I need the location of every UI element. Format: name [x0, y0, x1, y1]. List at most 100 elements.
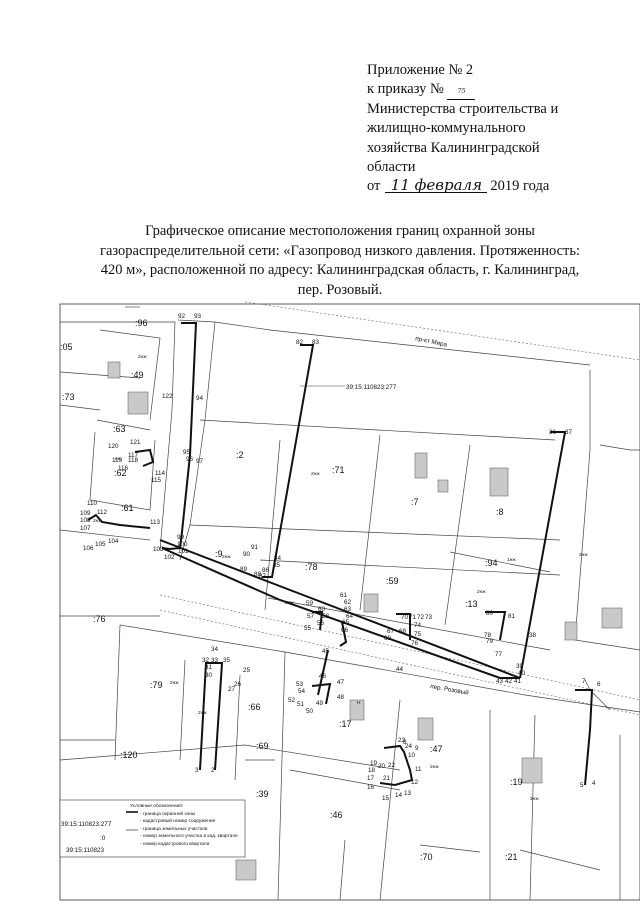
- boundary-point-number: 73: [425, 614, 433, 621]
- boundary-point-number: 65: [342, 619, 350, 626]
- boundary-point-number: 81: [508, 613, 516, 620]
- boundary-point-number: 38: [529, 632, 537, 639]
- parcel-number-label: :73: [62, 392, 75, 402]
- boundary-point-number: 33: [211, 657, 219, 664]
- building-tag: 2нж: [430, 764, 439, 770]
- boundary-point-number: 94: [196, 395, 204, 402]
- boundary-point-number: 113: [150, 519, 161, 526]
- title-line-1: Графическое описание местоположения гран…: [145, 223, 535, 239]
- map-frame: [59, 303, 640, 901]
- boundary-point-number: 27: [228, 686, 236, 693]
- legend-item: - граница охранной зоны: [140, 810, 196, 817]
- boundary-point-number: 55: [304, 625, 312, 632]
- parcel-number-label: :96: [135, 318, 148, 328]
- boundary-point-number: 85: [273, 562, 281, 569]
- boundary-point-number: 25: [243, 667, 251, 674]
- building-tag: Н: [357, 700, 361, 706]
- boundary-point-number: 9: [415, 745, 419, 752]
- title-line-3: 420 м», расположенной по адресу: Калинин…: [100, 262, 580, 278]
- boundary-point-number: 96: [186, 456, 194, 463]
- ministry-line-4: области: [367, 158, 416, 175]
- building-tag: 2нж: [579, 552, 588, 558]
- building-tag: 2нж: [93, 518, 102, 524]
- boundary-point-number: 47: [337, 679, 345, 686]
- boundary-point-number: 54: [298, 688, 306, 695]
- boundary-point-number: 60: [318, 606, 326, 613]
- parcel-number-label: :71: [332, 465, 345, 475]
- parcel-number-label: :49: [131, 370, 144, 380]
- boundary-point-number: 32: [202, 657, 210, 664]
- boundary-point-number: 82: [296, 339, 304, 346]
- building-tag: нж: [115, 457, 122, 462]
- boundary-point-number: 24: [405, 743, 413, 750]
- roads: [159, 301, 640, 716]
- boundary-point-number: 52: [288, 697, 296, 704]
- boundary-point-number: 70: [401, 614, 409, 621]
- parcel-number-label: :2: [236, 450, 244, 460]
- parcel-number-label: :66: [248, 702, 261, 712]
- boundary-point-number: 91: [251, 544, 259, 551]
- building-tag: 2нж: [222, 554, 231, 560]
- boundary-point-number: 115: [151, 477, 162, 484]
- parcel-number-label: :17: [339, 719, 352, 729]
- boundary-point-number: 4: [592, 780, 596, 787]
- boundary-point-number: 101: [178, 548, 189, 555]
- boundary-point-number: 95: [183, 449, 191, 456]
- boundary-point-number: 48: [337, 694, 345, 701]
- boundary-point-number: 21: [383, 775, 391, 782]
- boundary-point-number: 99: [177, 534, 185, 541]
- boundary-point-number: 15: [382, 795, 390, 802]
- parcel-number-label: :69: [256, 741, 269, 751]
- handwritten-order-number: 75: [447, 85, 476, 101]
- boundary-point-number: 53: [296, 681, 304, 688]
- boundary-point-number: 7: [582, 678, 586, 685]
- boundary-point-number: 40: [518, 670, 526, 677]
- boundary-point-number: 90: [243, 551, 251, 558]
- parcel-number-label: :7: [411, 497, 419, 507]
- boundary-point-number: 34: [211, 646, 219, 653]
- boundary-point-number: 12: [411, 779, 419, 786]
- boundary-point-number: 41: [514, 678, 522, 685]
- boundary-point-number: 68: [399, 628, 407, 635]
- boundary-point-number: 83: [312, 339, 320, 346]
- boundary-point-number: 89: [240, 566, 248, 573]
- parcel-number-label: :46: [330, 810, 343, 820]
- boundary-point-number: 18: [368, 767, 376, 774]
- legend-item: - номер кадастрового квартала: [140, 842, 210, 847]
- boundary-point-number: 106: [83, 545, 94, 552]
- boundary-point-number: 97: [196, 458, 204, 465]
- parcel-number-label: :59: [386, 576, 399, 586]
- parcel-number-label: :79: [150, 680, 163, 690]
- boundary-point-number: 30: [205, 672, 213, 679]
- boundary-point-number: 61: [340, 592, 348, 599]
- order-line: к приказу № 75: [367, 80, 627, 101]
- boundary-point-number: 120: [108, 443, 119, 450]
- boundary-point-number: 2: [211, 767, 215, 774]
- boundary-point-number: 20: [378, 763, 386, 770]
- boundary-point-number: 72: [417, 614, 425, 621]
- title-line-4: пер. Розовый.: [297, 281, 383, 298]
- boundary-point-number: 105: [95, 541, 106, 548]
- document-title: Графическое описание местоположения гран…: [60, 222, 620, 300]
- boundary-point-number: 39: [516, 663, 524, 670]
- boundary-point-number: 117: [128, 452, 139, 459]
- boundary-point-number: 31: [205, 664, 213, 671]
- boundary-point-number: 17: [367, 775, 375, 782]
- boundary-point-number: 110: [87, 500, 98, 507]
- boundary-point-number: 116: [118, 465, 129, 472]
- boundary-point-number: 88: [254, 571, 262, 578]
- boundary-point-number: 102: [164, 554, 175, 561]
- boundary-point-number: 121: [130, 439, 141, 446]
- boundary-point-number: 86: [262, 567, 270, 574]
- boundary-point-number: 75: [414, 631, 422, 638]
- legend-title: Условные обозначения:: [130, 803, 183, 809]
- boundary-point-number: 64: [346, 613, 354, 620]
- handwritten-date: 11 февраля: [385, 178, 488, 194]
- boundary-point-number: 56: [317, 620, 325, 627]
- boundary-point-number: 84: [274, 555, 282, 562]
- boundary-point-number: 87: [259, 573, 267, 580]
- boundary-point-number: 80: [486, 610, 494, 617]
- boundary-point-number: 103: [153, 546, 164, 553]
- parcel-number-label: :8: [496, 507, 504, 517]
